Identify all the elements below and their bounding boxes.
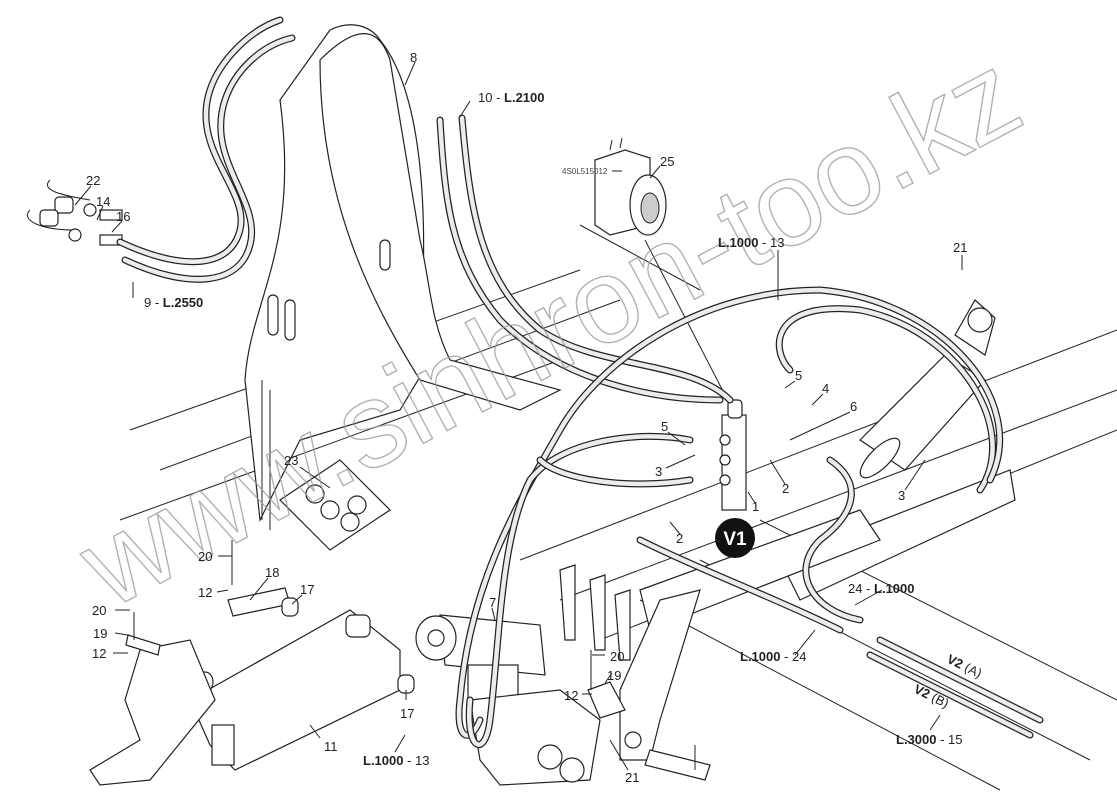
- hydraulic-hose: [867, 652, 1033, 738]
- valve-v1-badge: V1: [715, 518, 755, 558]
- quick-couplers: [27, 179, 123, 246]
- tilt-cylinder: [415, 614, 546, 706]
- label-part-25: 25: [660, 154, 674, 169]
- label-part-17b: 17: [400, 706, 414, 721]
- arm: [89, 609, 401, 786]
- mounting-plate: [244, 24, 562, 530]
- label-part-15: L.3000 - 15: [896, 732, 963, 747]
- hydraulic-hose: [777, 306, 995, 493]
- label-part-12c: 12: [564, 688, 578, 703]
- hydraulic-hose: [877, 637, 1043, 723]
- label-part-20c: 20: [610, 649, 624, 664]
- label-part-13-bottom: L.1000 - 13: [363, 753, 430, 768]
- svg-text:V1: V1: [723, 529, 747, 550]
- callout-labels: 8 10 - L.2100 22 14 16 9 - L.2550 4S0L51…: [86, 50, 984, 785]
- label-part-3: 3: [655, 464, 662, 479]
- label-part-5b: 5: [661, 419, 668, 434]
- label-part-22: 22: [86, 173, 100, 188]
- label-part-3b: 3: [898, 488, 905, 503]
- label-part-24b: L.1000 - 24: [740, 649, 807, 664]
- label-part-21-bottom: 21: [625, 770, 639, 785]
- label-part-10: 10 - L.2100: [478, 90, 545, 105]
- bracket: [469, 564, 701, 786]
- label-part-14: 14: [96, 194, 110, 209]
- label-part-7: 7: [489, 595, 496, 610]
- hydraulic-hose: [117, 17, 283, 264]
- label-part-17: 17: [300, 582, 314, 597]
- label-part-2b: 2: [676, 531, 683, 546]
- label-part-12b: 12: [92, 646, 106, 661]
- hydraulic-hose: [803, 457, 863, 623]
- label-part-24a: 24 - L.1000: [848, 581, 915, 596]
- hydraulic-hose: [456, 287, 1002, 738]
- label-part-23: 23: [284, 453, 298, 468]
- label-part-20: 20: [198, 549, 212, 564]
- label-part-12: 12: [198, 585, 212, 600]
- hydraulic-hose: [537, 457, 693, 487]
- pins: [125, 540, 711, 781]
- label-part-5: 5: [795, 368, 802, 383]
- label-part-4: 4: [822, 381, 829, 396]
- valve-block: [719, 399, 747, 511]
- label-part-2: 2: [782, 481, 789, 496]
- label-part-13-top: L.1000 - 13: [718, 235, 785, 250]
- label-part-20b: 20: [92, 603, 106, 618]
- leader-lines: [74, 61, 963, 771]
- label-part-16: 16: [116, 209, 130, 224]
- solenoid-coil: [579, 137, 726, 396]
- hydraulic-hose: [637, 537, 843, 633]
- hoses: [116, 16, 1044, 748]
- label-part-11: 11: [324, 739, 338, 754]
- label-coil-code: 4S0L515012: [562, 167, 608, 176]
- hydraulic-hose: [437, 117, 723, 403]
- label-part-1: 1: [752, 499, 759, 514]
- label-part-18: 18: [265, 565, 279, 580]
- label-part-21-top: 21: [953, 240, 967, 255]
- label-part-19b: 19: [607, 668, 621, 683]
- hydraulic-hose: [122, 35, 295, 282]
- hydraulic-hose: [466, 434, 693, 747]
- seal-kit: [279, 459, 391, 551]
- label-part-6: 6: [850, 399, 857, 414]
- label-part-9: 9 - L.2550: [144, 295, 203, 310]
- hydraulic-hose: [121, 34, 296, 283]
- label-part-8: 8: [410, 50, 417, 65]
- hydraulic-hose: [459, 115, 733, 403]
- label-part-19: 19: [93, 626, 107, 641]
